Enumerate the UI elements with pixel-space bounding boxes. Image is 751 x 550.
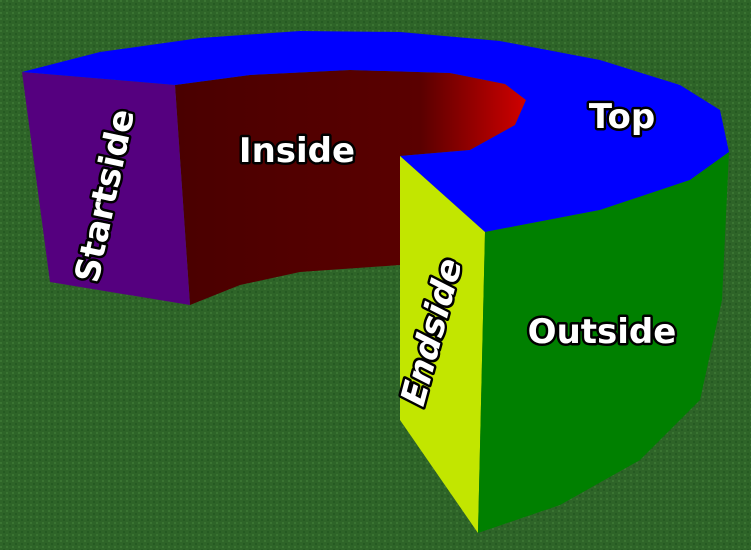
startside-face [22,72,190,305]
top-face [22,31,729,232]
endside-face [400,156,485,533]
inside-face [175,70,526,305]
outside-label: Outside [528,312,677,352]
outside-face [478,152,729,533]
inside-label: Inside [239,131,355,171]
top-label: Top [589,97,655,137]
